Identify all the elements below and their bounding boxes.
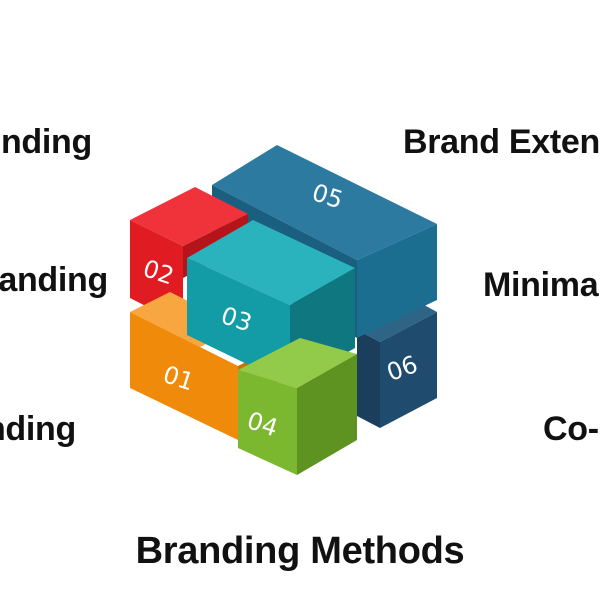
block-04: 04	[238, 338, 357, 475]
label-right-middle: Minima	[483, 266, 599, 304]
label-right-top: Brand Exten	[403, 123, 600, 161]
block-03: 03	[187, 220, 355, 385]
diagram-title: Branding Methods	[135, 530, 465, 572]
label-left-bottom: nding	[0, 410, 76, 448]
block-06: 06	[357, 300, 437, 428]
label-left-top: nding	[0, 123, 92, 161]
label-right-bottom: Co-	[543, 410, 599, 448]
label-left-middle: anding	[0, 261, 108, 299]
